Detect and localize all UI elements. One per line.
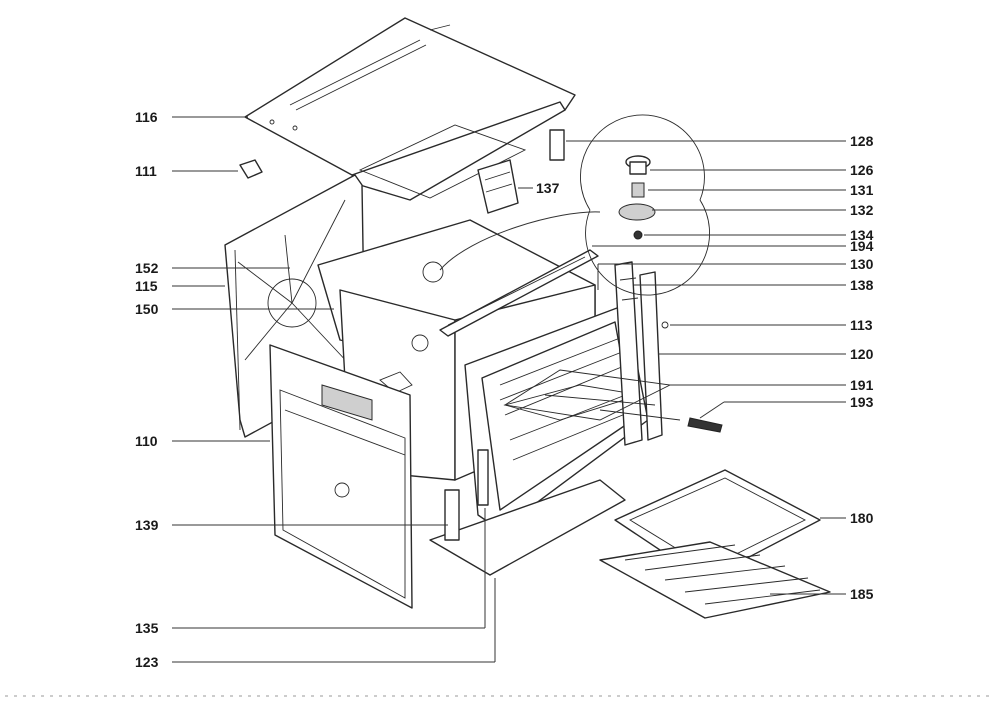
oven-rack [503, 369, 672, 421]
side-rails [614, 261, 663, 446]
label-113: 113 [850, 317, 873, 333]
label-138: 138 [850, 277, 874, 293]
top-cover-plate [244, 17, 576, 201]
label-116: 116 [135, 109, 158, 125]
label-150: 150 [135, 301, 159, 317]
front-frame [464, 304, 649, 531]
label-152: 152 [135, 260, 159, 276]
label-134: 134 [850, 227, 874, 243]
label-193: 193 [850, 394, 874, 410]
label-110: 110 [135, 433, 158, 449]
wire-grid [599, 541, 831, 619]
fan-cover-bracket [477, 159, 519, 214]
leader-lines [172, 116, 846, 663]
label-139: 139 [135, 517, 159, 533]
top-heating-element [439, 249, 599, 337]
label-130: 130 [850, 256, 874, 272]
part-labels: 116 111 152 115 150 110 139 135 123 128 … [135, 109, 874, 670]
label-120: 120 [850, 346, 874, 362]
label-137: 137 [536, 180, 560, 196]
label-132: 132 [850, 202, 874, 218]
label-123: 123 [135, 654, 159, 670]
label-185: 185 [850, 586, 874, 602]
label-115: 115 [135, 278, 158, 294]
label-180: 180 [850, 510, 874, 526]
label-128: 128 [850, 133, 874, 149]
fan-detail-group [549, 114, 710, 296]
small-bracket [239, 159, 263, 179]
label-126: 126 [850, 162, 874, 178]
front-door-panel [269, 344, 413, 609]
label-111: 111 [135, 163, 157, 179]
label-194: 194 [850, 238, 874, 254]
label-135: 135 [135, 620, 159, 636]
rotisserie-spit [599, 409, 723, 433]
screw [661, 321, 669, 329]
bottom-plate [429, 479, 626, 576]
hinge [444, 449, 489, 541]
label-191: 191 [850, 377, 874, 393]
label-131: 131 [850, 182, 874, 198]
